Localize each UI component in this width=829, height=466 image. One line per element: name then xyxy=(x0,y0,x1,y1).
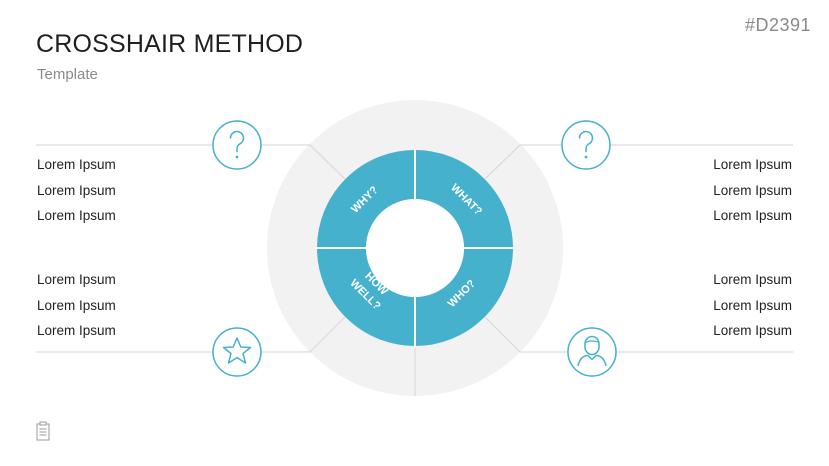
question-mark-icon xyxy=(561,120,611,170)
list-top-left: Lorem Ipsum Lorem Ipsum Lorem Ipsum xyxy=(37,152,116,229)
list-item: Lorem Ipsum xyxy=(713,157,792,172)
connector-top-left xyxy=(309,144,346,180)
list-item: Lorem Ipsum xyxy=(37,208,116,223)
page-subtitle: Template xyxy=(37,66,98,83)
person-icon xyxy=(567,327,617,377)
list-bottom-left: Lorem Ipsum Lorem Ipsum Lorem Ipsum xyxy=(37,267,116,344)
question-mark-icon xyxy=(212,120,262,170)
list-item: Lorem Ipsum xyxy=(713,272,792,287)
list-item: Lorem Ipsum xyxy=(37,182,116,198)
page-title: CROSSHAIR METHOD xyxy=(36,30,304,58)
connector-bottom-left xyxy=(309,316,346,353)
list-item: Lorem Ipsum xyxy=(713,297,792,313)
template-code: #D2391 xyxy=(744,15,811,35)
list-item: Lorem Ipsum xyxy=(37,297,116,313)
list-item: Lorem Ipsum xyxy=(37,157,116,172)
list-top-right: Lorem Ipsum Lorem Ipsum Lorem Ipsum xyxy=(713,152,792,229)
list-bottom-right: Lorem Ipsum Lorem Ipsum Lorem Ipsum xyxy=(713,267,792,344)
list-item: Lorem Ipsum xyxy=(713,182,792,198)
list-item: Lorem Ipsum xyxy=(713,323,792,338)
clipboard-icon xyxy=(36,421,50,441)
list-item: Lorem Ipsum xyxy=(37,272,116,287)
list-item: Lorem Ipsum xyxy=(37,323,116,338)
center-hole xyxy=(366,199,464,297)
connector-bottom-right xyxy=(484,316,521,353)
list-item: Lorem Ipsum xyxy=(713,208,792,223)
connector-top-right xyxy=(484,144,521,180)
star-icon xyxy=(212,327,262,377)
